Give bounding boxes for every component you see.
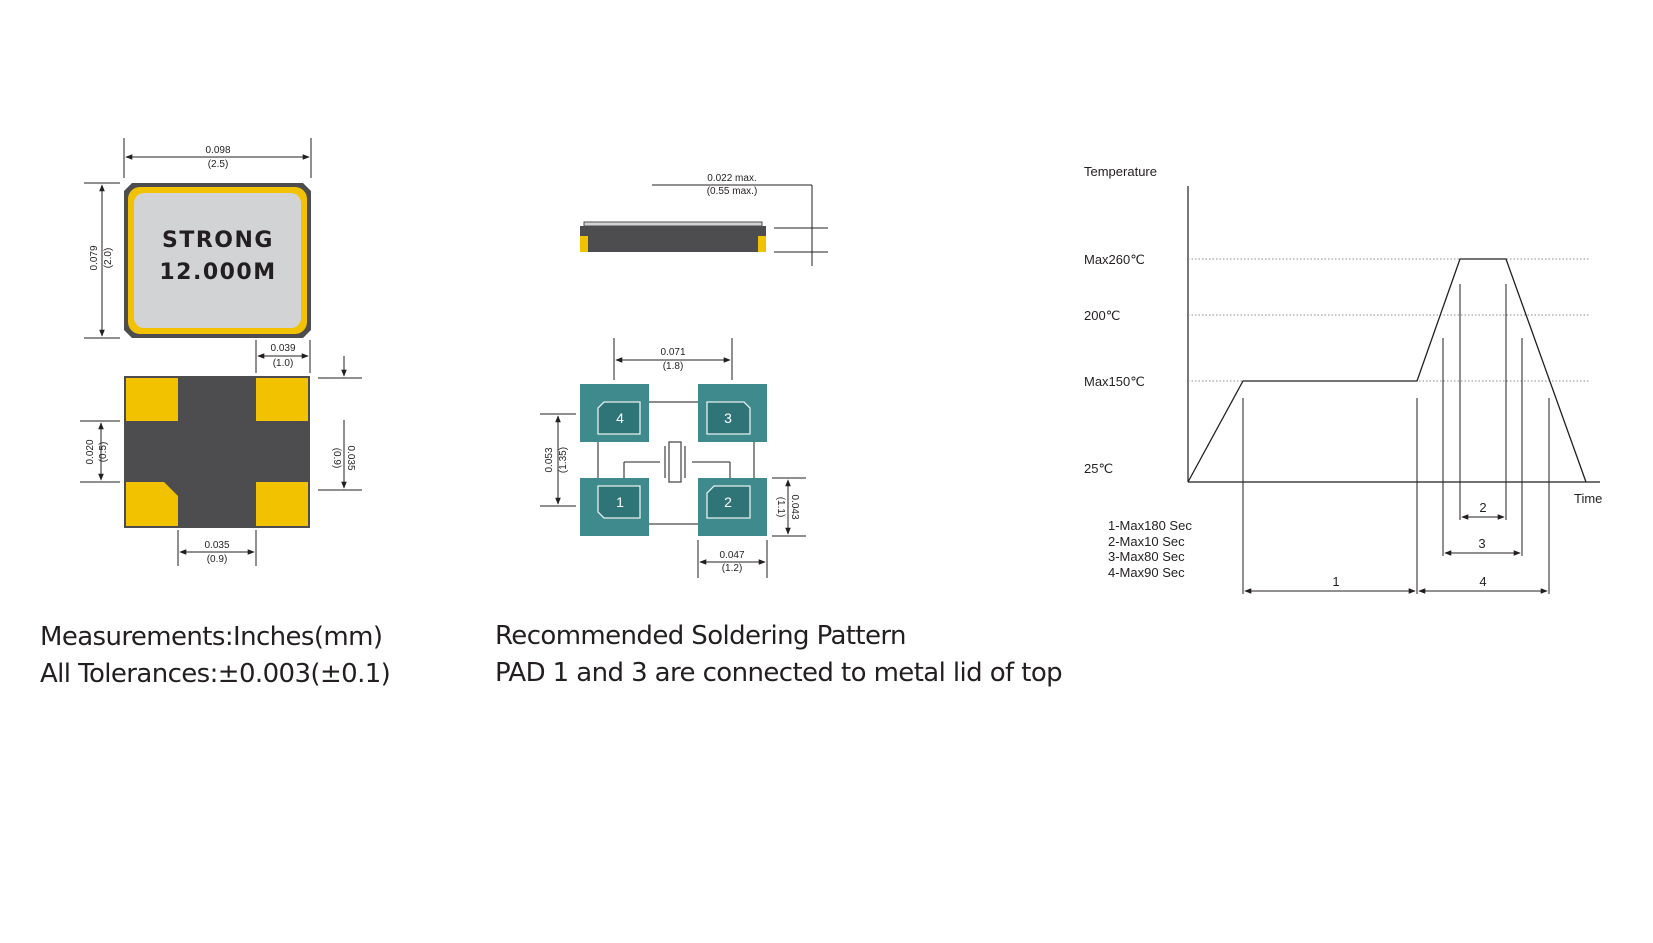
pad-number-2: 2 <box>724 494 732 510</box>
pad-height-in: 0.035 <box>345 445 356 470</box>
pattern-height-mm: (1.35) <box>558 447 569 473</box>
legend-4: 4-Max90 Sec <box>1108 565 1185 580</box>
pad-number-3: 3 <box>724 410 732 426</box>
gap-mm: (0.5) <box>98 442 109 463</box>
top-height-in: 0.079 <box>89 245 100 270</box>
pad-length-in: 0.035 <box>204 540 229 551</box>
bottom-view: 0.039 (1.0) 0.035 (0.9) 0.020 (0.5) 0.03… <box>80 340 362 566</box>
level-25: 25℃ <box>1084 461 1113 476</box>
bottom-pad-pin1 <box>126 482 178 526</box>
interval-2: 2 <box>1479 500 1486 515</box>
gap-in: 0.020 <box>85 439 96 464</box>
side-height-in: 0.022 max. <box>707 173 756 184</box>
legend-2: 2-Max10 Sec <box>1108 534 1185 549</box>
level-200: 200℃ <box>1084 308 1120 323</box>
marking-line-2: 12.000M <box>159 260 276 285</box>
pad-width-in: 0.039 <box>270 343 295 354</box>
tolerances-text: All Tolerances:±0.003(±0.1) <box>40 659 391 689</box>
pattern-pad-h-in: 0.043 <box>789 494 800 519</box>
pad-length-mm: (0.9) <box>207 554 228 565</box>
pattern-pad-w-mm: (1.2) <box>722 563 743 574</box>
top-height-mm: (2.0) <box>103 248 114 269</box>
side-lid <box>583 221 763 227</box>
marking-line-1: STRONG <box>162 228 274 253</box>
reflow-curve <box>1187 258 1587 483</box>
interval-4: 4 <box>1479 574 1486 589</box>
interval-3: 3 <box>1478 536 1485 551</box>
reflow-profile: Temperature Time Max260℃ 200℃ Max150℃ 25… <box>1084 164 1602 594</box>
pad-number-4: 4 <box>616 410 624 426</box>
legend-3: 3-Max80 Sec <box>1108 549 1185 564</box>
side-terminal-left <box>580 236 588 252</box>
bottom-pad-top-left <box>126 378 178 421</box>
level-max260: Max260℃ <box>1084 252 1145 267</box>
reflow-ylabel: Temperature <box>1084 164 1157 179</box>
pattern-pad-w-in: 0.047 <box>719 550 744 561</box>
pad-width-mm: (1.0) <box>273 358 294 369</box>
measurement-caption: Measurements:Inches(mm) All Tolerances:±… <box>40 619 391 693</box>
pattern-pad-h-mm: (1.1) <box>775 497 786 518</box>
crystal-symbol <box>668 441 682 483</box>
side-view: 0.022 max. (0.55 max.) <box>580 173 828 266</box>
solder-pattern: 4 3 1 2 0.071 (1.8) 0.053 (1.35) 0.043 (… <box>540 338 806 578</box>
level-max150: Max150℃ <box>1084 374 1145 389</box>
pad-note: PAD 1 and 3 are connected to metal lid o… <box>495 658 1063 688</box>
side-height-mm: (0.55 max.) <box>707 186 758 197</box>
pad-number-1: 1 <box>616 494 624 510</box>
top-view: STRONG 12.000M 0.098 (2.5) 0.079 (2.0) <box>84 138 312 339</box>
top-width-mm: (2.5) <box>208 159 229 170</box>
soldering-title: Recommended Soldering Pattern <box>495 621 907 651</box>
interval-1: 1 <box>1332 574 1339 589</box>
pitch-in: 0.071 <box>660 347 685 358</box>
soldering-caption: Recommended Soldering Pattern PAD 1 and … <box>495 618 1063 692</box>
pattern-height-in: 0.053 <box>544 447 555 472</box>
legend-1: 1-Max180 Sec <box>1108 518 1192 533</box>
reflow-xlabel: Time <box>1574 491 1602 506</box>
side-body <box>580 226 766 252</box>
bottom-pad-bottom-right <box>256 482 308 526</box>
pitch-mm: (1.8) <box>663 361 684 372</box>
bottom-pad-top-right <box>256 378 308 421</box>
metal-lid <box>134 193 301 328</box>
measurements-text: Measurements:Inches(mm) <box>40 622 383 652</box>
pad-height-mm: (0.9) <box>331 448 342 469</box>
side-terminal-right <box>758 236 766 252</box>
top-width-in: 0.098 <box>205 145 230 156</box>
